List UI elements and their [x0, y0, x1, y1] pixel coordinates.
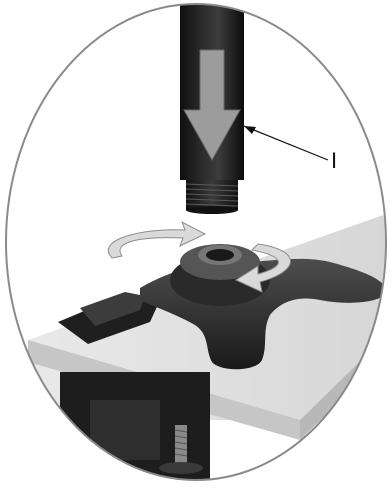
callout-label: I [331, 148, 337, 174]
oval-content [28, 0, 392, 482]
callout-leader-line [244, 126, 328, 160]
desk-clamp [60, 372, 210, 482]
